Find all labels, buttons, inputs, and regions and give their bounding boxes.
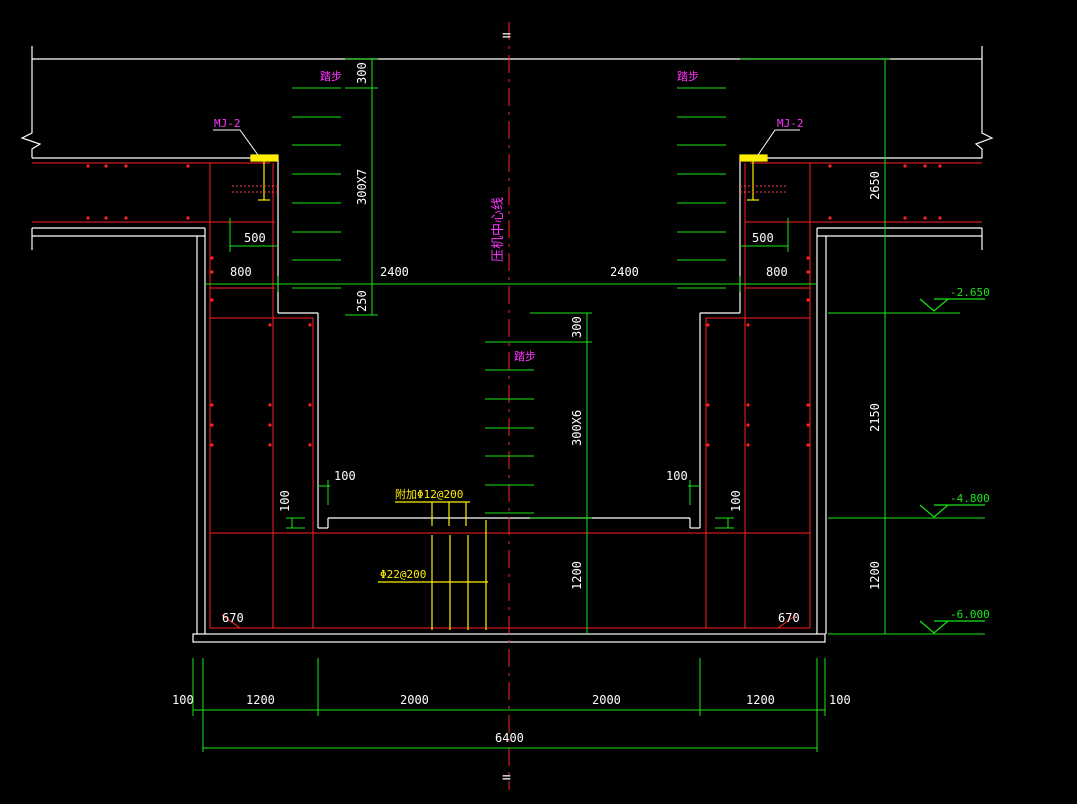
svg-text:300: 300 — [570, 316, 584, 338]
elevation-markers — [919, 298, 985, 634]
svg-text:670: 670 — [222, 611, 244, 625]
svg-text:2400: 2400 — [610, 265, 639, 279]
svg-text:6400: 6400 — [495, 731, 524, 745]
svg-text:2000: 2000 — [592, 693, 621, 707]
elevation-label-2: -4.800 — [950, 492, 990, 505]
step-label-top-right: 踏步 — [677, 69, 699, 83]
svg-text:100: 100 — [172, 693, 194, 707]
svg-text:800: 800 — [230, 265, 252, 279]
mj-leaders — [213, 129, 800, 156]
svg-text:2000: 2000 — [400, 693, 429, 707]
svg-text:250: 250 — [355, 290, 369, 312]
svg-text:100: 100 — [829, 693, 851, 707]
svg-text:1200: 1200 — [746, 693, 775, 707]
svg-text:1200: 1200 — [246, 693, 275, 707]
anchor-bars — [232, 185, 788, 193]
svg-text:500: 500 — [244, 231, 266, 245]
svg-text:800: 800 — [766, 265, 788, 279]
svg-text:100: 100 — [729, 490, 743, 512]
embedded-steel — [250, 154, 768, 630]
step-rungs — [292, 87, 726, 514]
center-mark-bottom: = — [502, 768, 511, 786]
svg-text:1200: 1200 — [868, 561, 882, 590]
elevation-label-1: -2.650 — [950, 286, 990, 299]
rebar-label-top: 附加Φ12@200 — [395, 487, 463, 501]
rebar-label-bottom: Φ22@200 — [380, 568, 426, 581]
svg-text:2650: 2650 — [868, 171, 882, 200]
dimension-texts: 300 300X7 250 2400 2400 500 500 800 800 … — [172, 62, 882, 745]
mj-label-left: MJ-2 — [214, 117, 241, 130]
svg-text:100: 100 — [334, 469, 356, 483]
svg-text:300X7: 300X7 — [355, 169, 369, 205]
svg-text:100: 100 — [666, 469, 688, 483]
svg-text:300X6: 300X6 — [570, 410, 584, 446]
elevation-label-3: -6.000 — [950, 608, 990, 621]
svg-text:2400: 2400 — [380, 265, 409, 279]
svg-text:2150: 2150 — [868, 403, 882, 432]
concrete-outline — [20, 46, 994, 643]
svg-text:1200: 1200 — [570, 561, 584, 590]
step-label-top-left: 踏步 — [320, 69, 342, 83]
svg-text:500: 500 — [752, 231, 774, 245]
svg-text:100: 100 — [278, 490, 292, 512]
step-label-bottom: 踏步 — [514, 349, 536, 363]
center-line-label: 压机中心线 — [491, 197, 506, 262]
svg-text:300: 300 — [355, 62, 369, 84]
svg-text:670: 670 — [778, 611, 800, 625]
rebar-lines — [32, 162, 982, 629]
rebar-dots — [86, 164, 942, 447]
mj-label-right: MJ-2 — [777, 117, 804, 130]
dimension-lines — [192, 58, 985, 752]
center-mark-top: = — [502, 26, 511, 44]
